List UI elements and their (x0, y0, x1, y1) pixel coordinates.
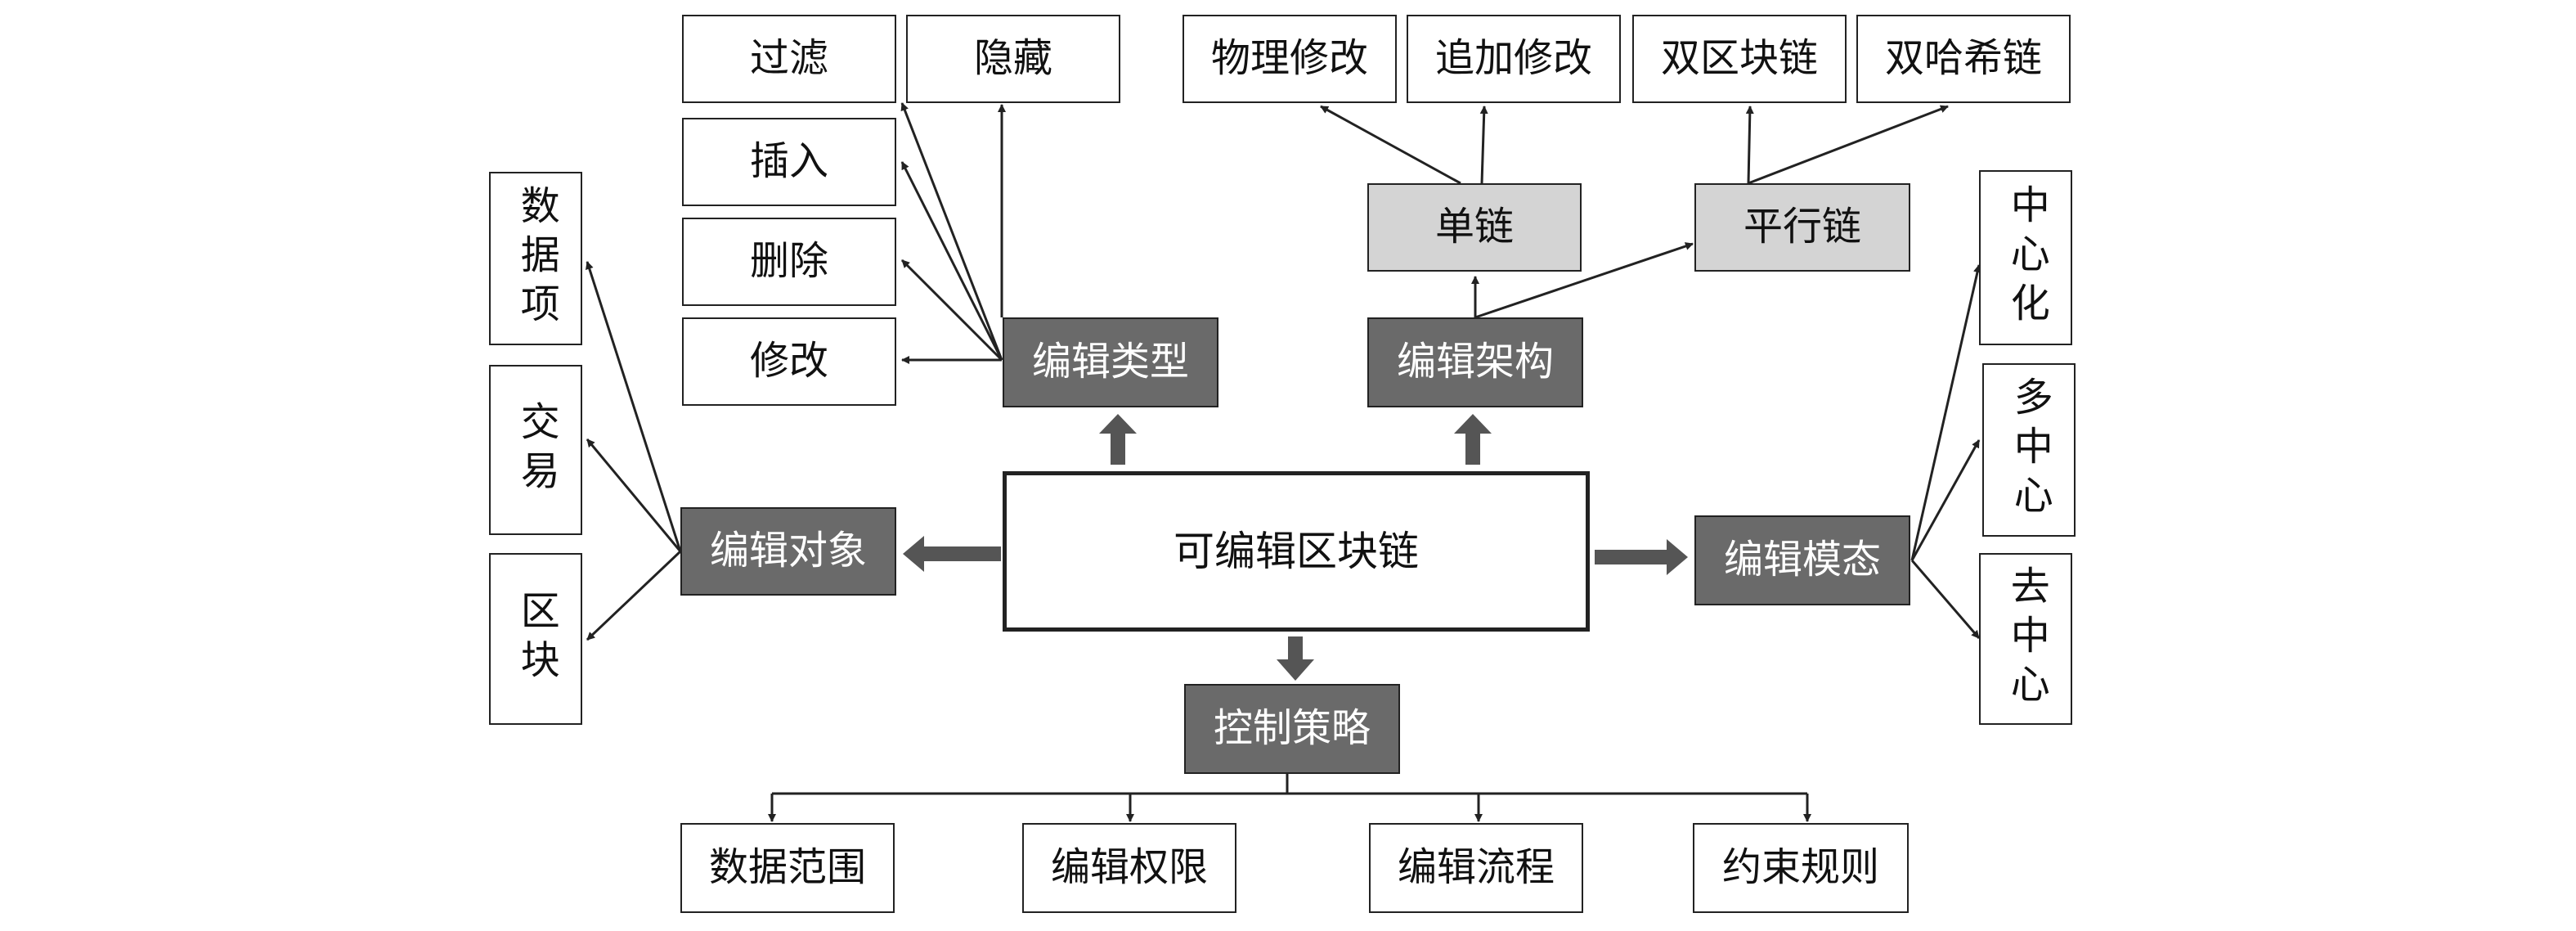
edit-object-item-data: 数据项 (489, 172, 582, 345)
edit-type-item-modify: 修改 (682, 317, 896, 406)
center-node: 可编辑区块链 (1003, 471, 1590, 632)
edit-arch-node: 编辑架构 (1367, 317, 1583, 407)
parallel-chain-node: 平行链 (1694, 183, 1910, 272)
control-item-constraint-rules: 约束规则 (1693, 823, 1909, 913)
edit-type-item-filter: 过滤 (682, 15, 896, 103)
dual-blockchain-node: 双区块链 (1632, 15, 1847, 103)
edit-type-item-hide: 隐藏 (906, 15, 1120, 103)
edit-mode-item-multicenter: 多中心 (1982, 363, 2076, 537)
edit-object-item-transaction: 交易 (489, 365, 582, 535)
physical-modify-node: 物理修改 (1183, 15, 1397, 103)
append-modify-node: 追加修改 (1407, 15, 1621, 103)
thick-arrows (903, 414, 1688, 681)
edit-object-item-block: 区块 (489, 553, 582, 725)
control-item-edit-permission: 编辑权限 (1022, 823, 1236, 913)
edit-mode-item-centralized: 中心化 (1979, 170, 2072, 345)
edit-mode-node: 编辑模态 (1694, 515, 1910, 605)
edit-type-node: 编辑类型 (1003, 317, 1218, 407)
control-item-data-scope: 数据范围 (680, 823, 895, 913)
control-strategy-node: 控制策略 (1184, 684, 1400, 774)
edit-object-node: 编辑对象 (680, 507, 896, 596)
single-chain-node: 单链 (1367, 183, 1582, 272)
dual-hash-chain-node: 双哈希链 (1856, 15, 2071, 103)
edit-type-item-delete: 删除 (682, 218, 896, 306)
edit-type-item-insert: 插入 (682, 118, 896, 206)
control-item-edit-process: 编辑流程 (1369, 823, 1583, 913)
thin-arrows (585, 102, 1981, 822)
edit-mode-item-decentralized: 去中心 (1979, 553, 2072, 725)
